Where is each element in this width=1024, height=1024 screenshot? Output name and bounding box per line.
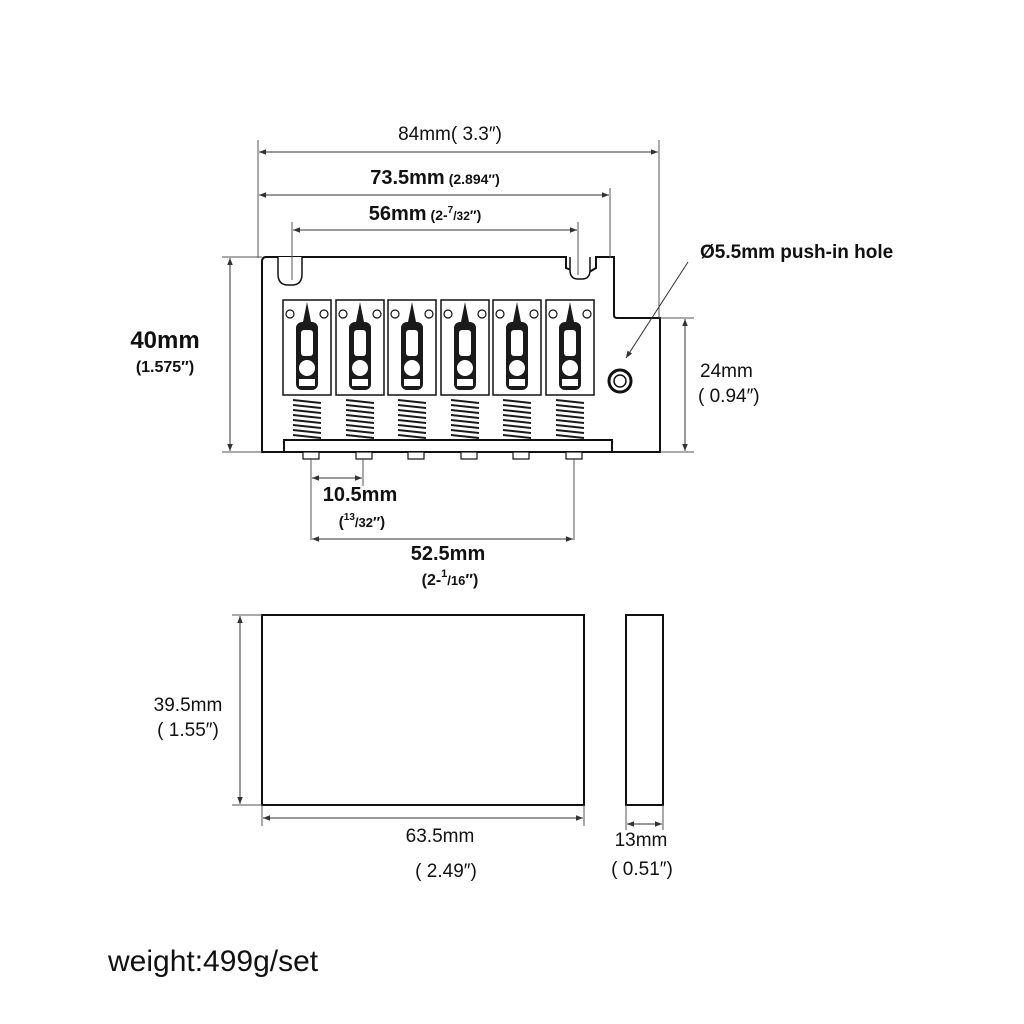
string-spacing-mm-label: 10.5mm: [323, 484, 398, 506]
screw-head: [565, 451, 583, 460]
block-depth-inch-label: ( 0.51″): [611, 859, 673, 880]
weight-label: weight:499g/set: [107, 945, 319, 978]
string-spacing-inch-label: (13/32″): [339, 512, 385, 531]
block-extension-lines: [232, 614, 664, 830]
screw-head: [460, 451, 478, 460]
height-inch-label: (1.575″): [136, 359, 194, 376]
push-in-hole-leader: [625, 261, 689, 359]
base-width-label: 73.5mm(2.894″): [370, 167, 500, 189]
screw-head: [355, 451, 373, 460]
push-in-hole-inner: [613, 374, 627, 388]
extension-lines: [222, 140, 694, 540]
screw-head: [407, 451, 425, 460]
saddle: [282, 299, 332, 439]
saddle-spring: [292, 399, 322, 439]
saddle-spring: [450, 399, 480, 439]
saddle: [335, 299, 385, 439]
saddle-spring: [397, 399, 427, 439]
outer-string-span-inch-label: (2-1/16″): [422, 568, 479, 589]
tremolo-block-front: [261, 614, 585, 806]
block-height-inch-label: ( 1.55″): [157, 720, 219, 741]
saddle: [440, 299, 490, 439]
block-depth-mm-label: 13mm: [615, 830, 668, 851]
intonation-screws: [302, 451, 583, 460]
block-height-mm-label: 39.5mm: [154, 695, 223, 716]
saddle: [387, 299, 437, 439]
side-height-inch-label: ( 0.94″): [698, 386, 760, 407]
saddle: [545, 299, 595, 439]
height-mm-label: 40mm: [130, 327, 199, 354]
screw-head: [302, 451, 320, 460]
screw-slot-right: [569, 257, 591, 280]
saddle-spring: [555, 399, 585, 439]
saddles: [282, 299, 595, 439]
screw-head: [512, 451, 530, 460]
saddle-spring: [345, 399, 375, 439]
block-width-mm-label: 63.5mm: [406, 826, 475, 847]
tremolo-block-side: [625, 614, 664, 806]
screw-spacing-label: 56mm(2-7/32″): [369, 203, 482, 225]
overall-width-label: 84mm( 3.3″): [398, 124, 502, 145]
saddle: [492, 299, 542, 439]
outer-string-span-mm-label: 52.5mm: [411, 543, 486, 565]
saddle-spring: [502, 399, 532, 439]
screw-slot-left: [277, 257, 303, 286]
side-height-mm-label: 24mm: [700, 361, 753, 382]
push-in-hole-label: Ø5.5mm push-in hole: [700, 242, 893, 263]
front-rail: [283, 439, 613, 453]
bridge-top-view: [261, 256, 661, 460]
block-width-inch-label: ( 2.49″): [415, 861, 477, 882]
